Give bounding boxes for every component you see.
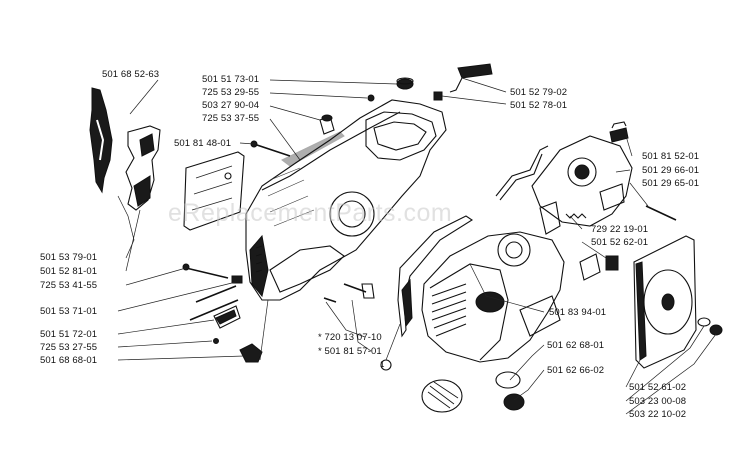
part-label: 501 81 48-01 [174,138,232,149]
choke-lever [495,145,549,201]
part-label: 501 53 71-01 [40,306,98,317]
part-label: 729 22 19-01 [591,224,649,235]
part-label: 503 27 90-04 [202,100,260,111]
gasket-seal [397,215,474,338]
part-label: * 720 13 07-10 [318,332,382,343]
part-label: 501 52 81-01 [40,266,98,277]
part-label: 501 68 68-01 [40,355,98,366]
chain-catcher-bracket [125,125,161,211]
part-label: 725 53 37-55 [202,113,260,124]
part-label: 725 53 27-55 [40,342,98,353]
part-label: 725 53 29-55 [202,87,260,98]
bolt-diagonal [189,285,239,321]
part-label: 501 52 78-01 [510,100,568,111]
filter-clip [605,255,619,271]
tensioner-spring [565,213,587,219]
part-label: 501 62 66-02 [547,365,605,376]
nut-square [231,275,243,284]
bumper-spike [239,343,263,363]
part-label: 501 62 68-01 [547,340,605,351]
part-label: 501 52 62-01 [591,237,649,248]
part-label: 501 53 79-01 [40,252,98,263]
part-label: 501 81 52-01 [642,151,700,162]
grommet [433,91,443,101]
stud-pin [323,283,375,303]
mount-tab [579,253,601,281]
starter-cover [633,235,697,369]
fuel-cap [421,379,463,413]
part-label: * 501 81 57-01 [318,346,382,357]
part-label: 501 83 94-01 [549,307,607,318]
washer [213,338,219,344]
washer-nut [697,317,723,336]
part-label: 501 52 61-02 [629,382,687,393]
carburettor-housing [531,135,633,235]
part-label: 501 51 73-01 [202,74,260,85]
small-screw [367,94,375,102]
part-label: 501 68 52-63 [102,69,160,80]
part-label: 503 22 10-02 [629,409,687,420]
leader-lines [117,77,717,415]
bolt-long-lower [182,263,229,279]
long-bolt [250,140,291,157]
part-label: 501 52 79-02 [510,87,568,98]
part-label: 501 51 72-01 [40,329,98,340]
callout-marker-1: 1 [380,360,385,369]
chain-guard-plate [89,87,113,194]
intake-housing [421,231,565,363]
spring-pin [645,205,677,221]
crankcase-housing [245,99,447,301]
part-label: 725 53 41-55 [40,280,98,291]
small-clip [609,121,629,143]
guide-plate [183,151,245,231]
spark-plug-cap [449,63,493,93]
oil-cap [495,371,525,411]
rubber-bushing [319,114,335,135]
part-label: 501 29 65-01 [642,178,700,189]
part-label: 501 29 66-01 [642,165,700,176]
part-label: 503 23 00-08 [629,396,687,407]
watermark-text: eReplacementParts.com [168,199,453,227]
rubber-block [213,305,241,329]
